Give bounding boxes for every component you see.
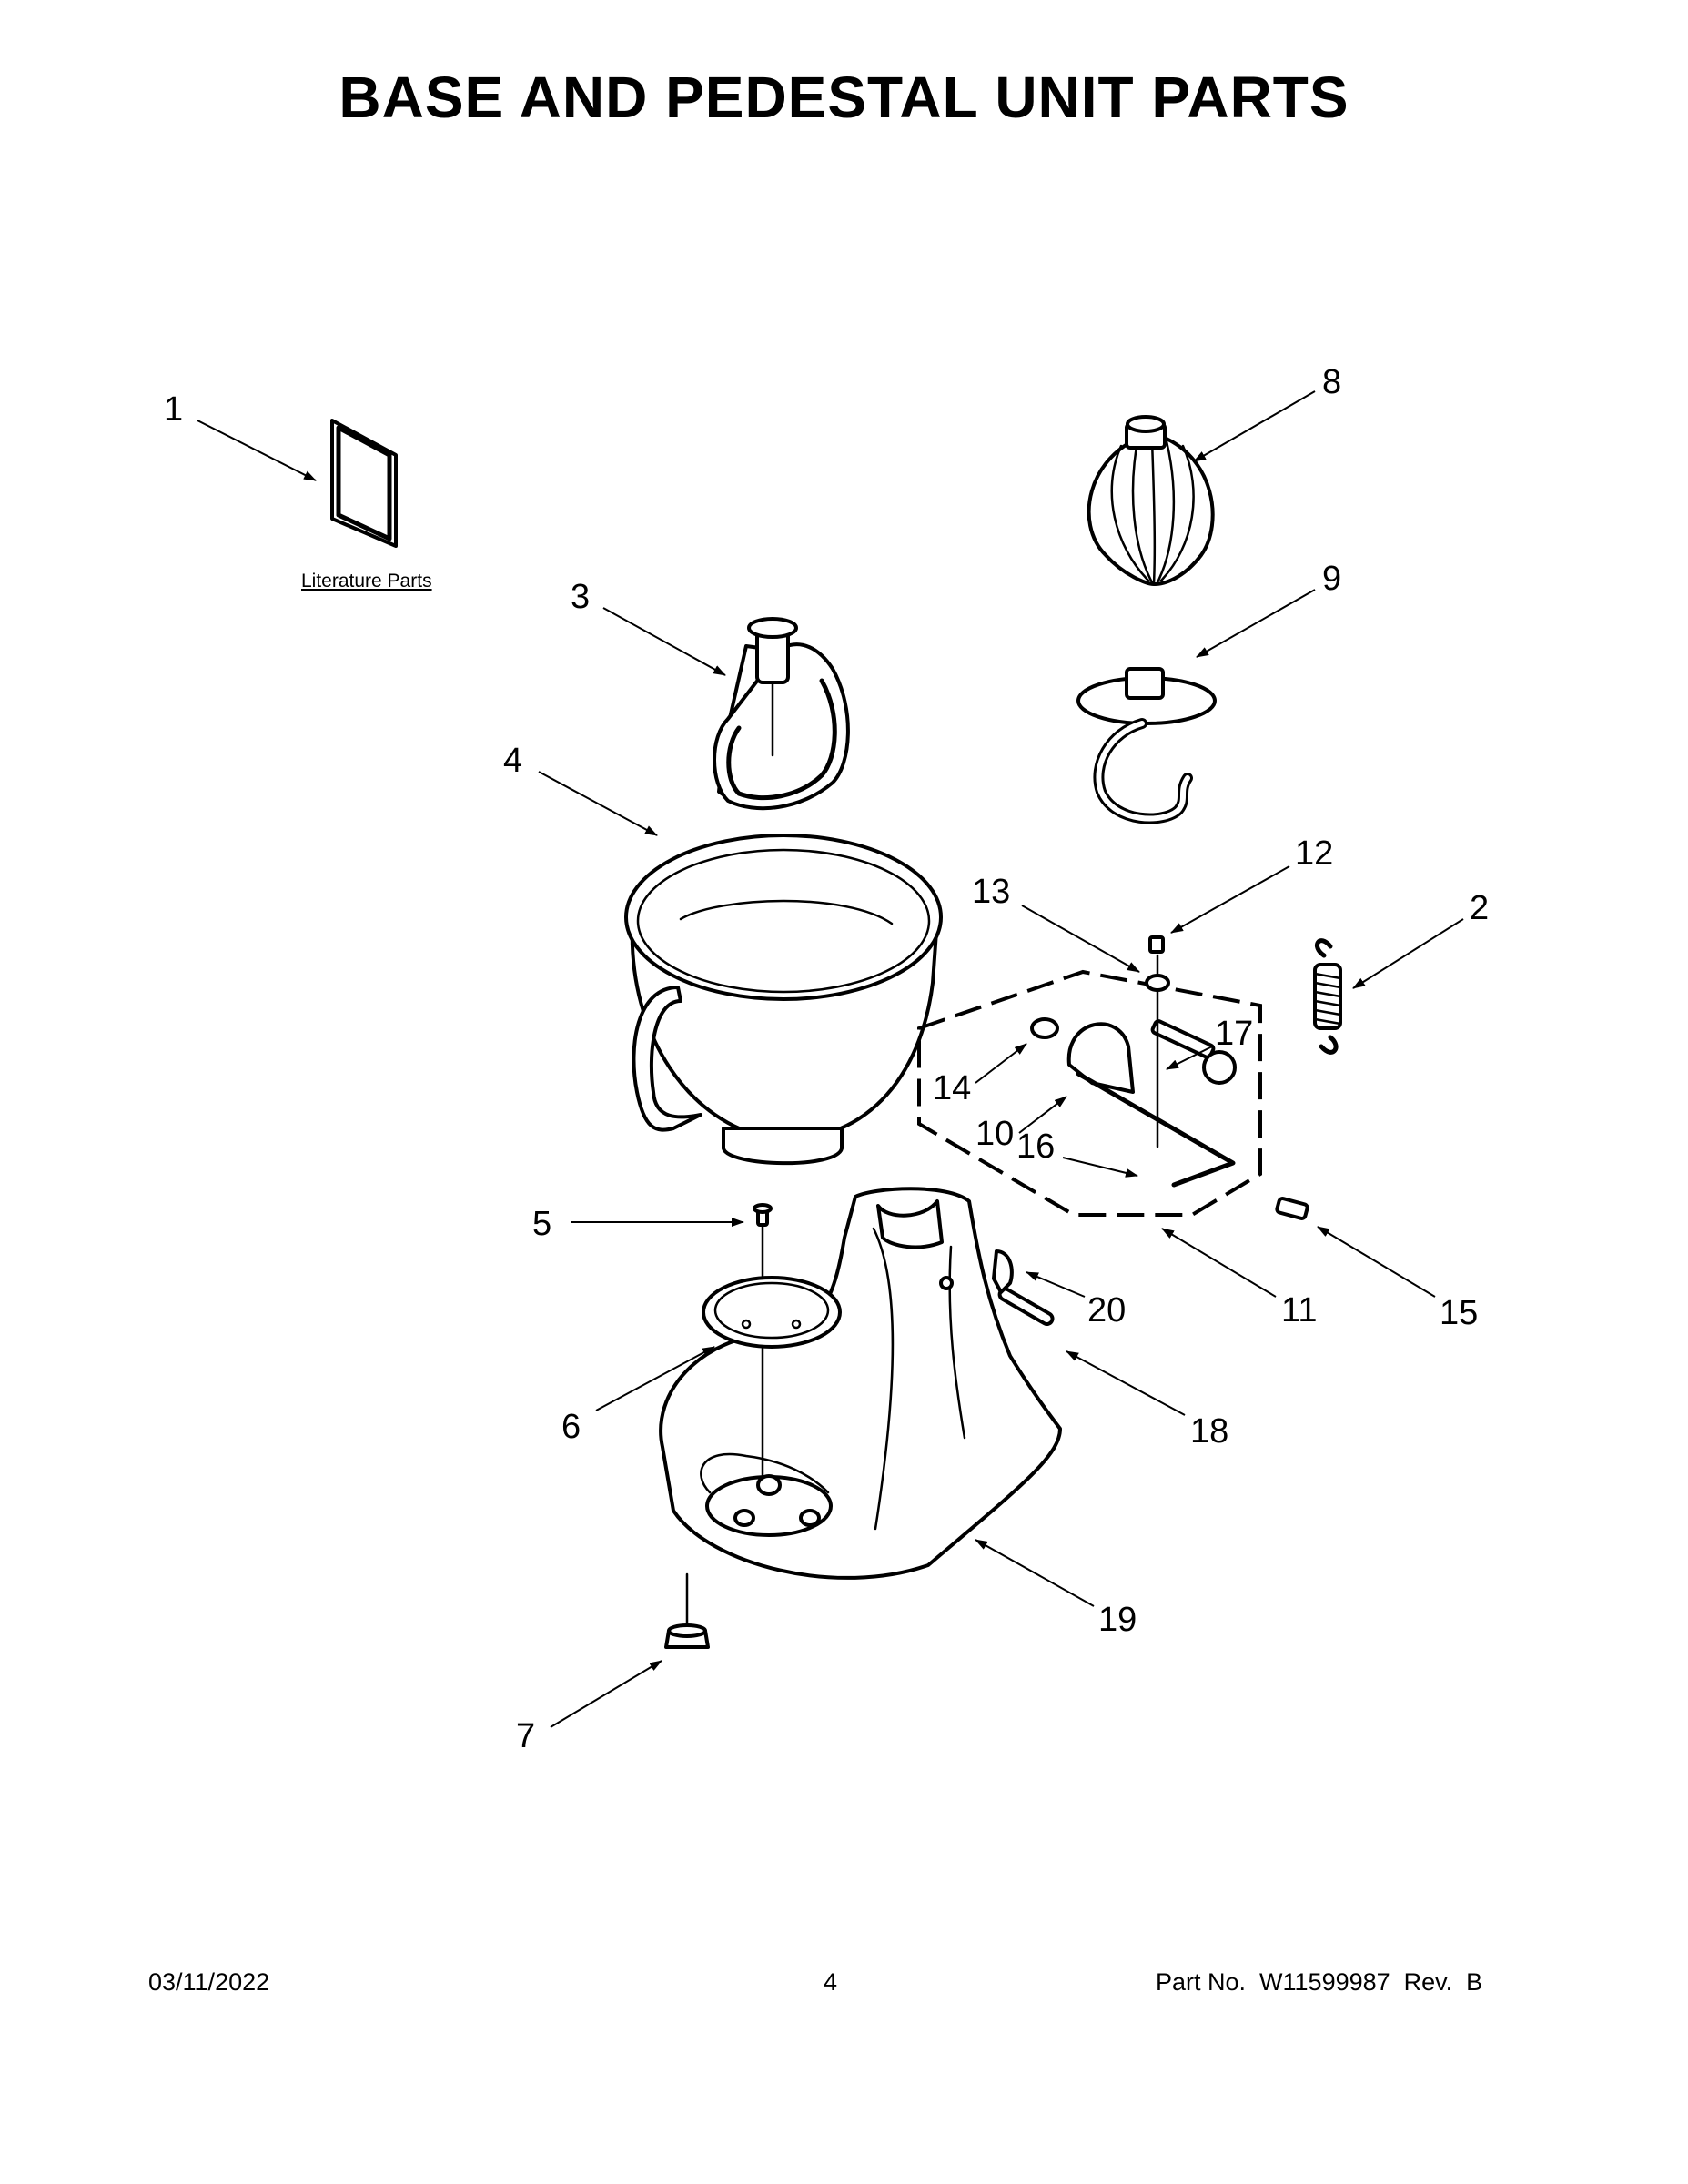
literature-booklet-icon: Literature Parts [301,419,432,592]
callout-8: 8 [1322,363,1341,401]
callout-3: 3 [571,578,590,616]
dough-hook-icon [1076,667,1217,824]
callout-10: 10 [975,1115,1014,1153]
footer-date: 03/11/2022 [148,1968,270,1996]
callout-13: 13 [972,873,1010,911]
callout-17: 17 [1215,1015,1253,1053]
callout-5: 5 [532,1205,551,1243]
callout-6: 6 [561,1408,581,1446]
callout-16: 16 [1016,1127,1055,1166]
callout-18: 18 [1190,1412,1228,1451]
wire-whip-icon [1087,415,1215,586]
callout-labels: 1 2 3 4 5 6 7 8 9 10 11 12 13 [164,363,1489,1755]
callout-19: 19 [1098,1601,1137,1639]
footer-part-number: Part No. W11599987 Rev. B [1156,1968,1483,1996]
callout-11: 11 [1281,1291,1317,1330]
trim-band-icon [702,1203,842,1481]
spring-icon [1313,938,1342,1055]
callout-2: 2 [1470,889,1489,927]
rubber-foot-icon [664,1572,710,1649]
callout-15: 15 [1440,1294,1478,1332]
footer-page-number: 4 [824,1968,838,1996]
callout-7: 7 [516,1717,535,1755]
callout-20: 20 [1087,1291,1126,1330]
callout-14: 14 [933,1069,971,1107]
callout-1: 1 [164,390,183,429]
page-title: BASE AND PEDESTAL UNIT PARTS [339,65,1349,130]
flat-beater-icon [713,617,850,811]
pedestal-base-icon [659,1187,1062,1580]
literature-parts-label: Literature Parts [301,571,432,592]
callout-4: 4 [503,742,522,780]
hinge-assembly-group [917,935,1309,1220]
callout-9: 9 [1322,560,1341,598]
mixing-bowl-icon [624,834,943,1166]
callout-12: 12 [1295,834,1333,873]
